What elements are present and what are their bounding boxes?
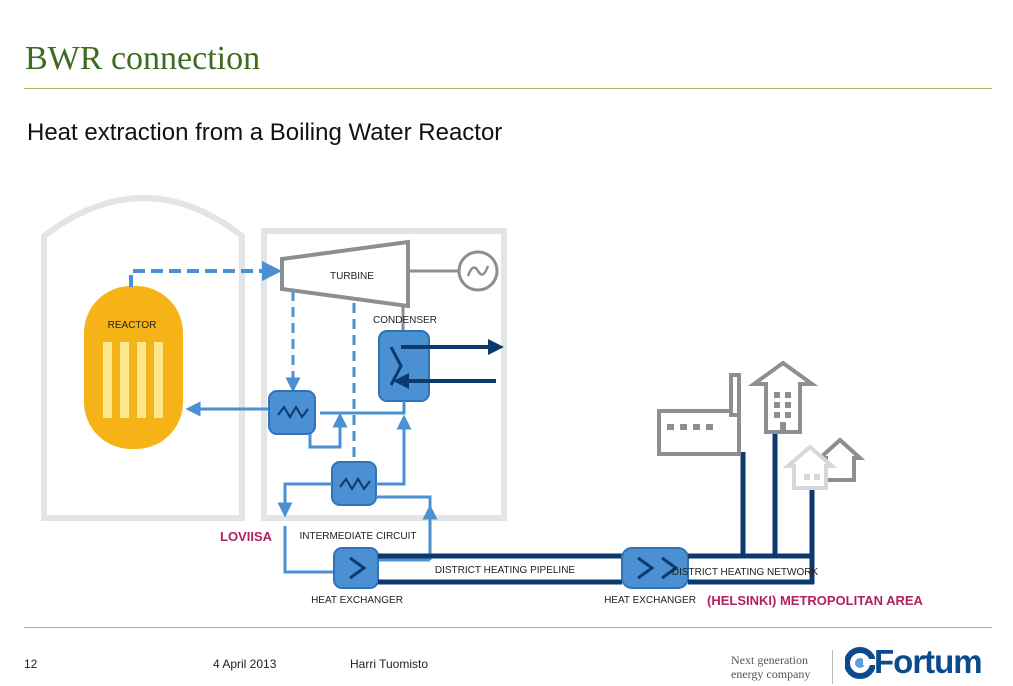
fortum-logo-text: Fortum (874, 643, 983, 680)
upper-heat-exchanger-coil (277, 405, 309, 419)
intermediate-to-condenser (376, 414, 412, 486)
district-heating-network (688, 432, 815, 585)
company-tagline: Next generation energy company (731, 653, 819, 681)
district-heating-pipeline-label: DISTRICT HEATING PIPELINE (435, 565, 576, 576)
footer-author: Harri Tuomisto (350, 657, 429, 671)
district-heating-network-label: DISTRICT HEATING NETWORK (672, 567, 819, 578)
turbine-label: TURBINE (330, 271, 374, 282)
intermediate-circuit-right (376, 495, 432, 560)
intermediate-circuit-label: INTERMEDIATE CIRCUIT (299, 531, 416, 542)
condensate-return (320, 401, 406, 415)
containment-building (41, 195, 245, 521)
title-divider (24, 88, 992, 89)
intermediate-circuit-top (277, 482, 332, 518)
tagline-line-2: energy company (731, 667, 811, 681)
reactor-label: REACTOR (108, 320, 157, 331)
intermediate-heat-exchanger (331, 461, 377, 506)
reactor (84, 286, 183, 449)
intermediate-circuit-left (283, 526, 333, 574)
district-heating-pipeline (378, 553, 622, 585)
footer-date: 4 April 2013 (213, 657, 277, 671)
heat-exchanger-left-coil (349, 556, 367, 580)
metropolitan-area-label: (HELSINKI) METROPOLITAN AREA (707, 593, 924, 608)
upper-exchanger-loop (308, 412, 348, 449)
fortum-logo: Fortum (844, 643, 995, 683)
heat-exchanger-right-coil (637, 556, 679, 580)
footer-separator (832, 650, 833, 684)
footer-divider (24, 627, 992, 628)
heat-exchanger-right-label: HEAT EXCHANGER (604, 595, 696, 606)
turbine (280, 239, 410, 309)
factory-windows (667, 424, 713, 430)
condenser (378, 330, 430, 402)
house-icon-front (782, 444, 838, 490)
condenser-label: CONDENSER (373, 315, 437, 326)
apartment-building-icon (747, 360, 819, 434)
slide-title: BWR connection (25, 40, 261, 77)
heat-exchanger-left (333, 547, 379, 589)
heat-exchanger-left-label: HEAT EXCHANGER (311, 595, 403, 606)
intermediate-heat-exchanger-coil (339, 477, 371, 491)
page-number: 12 (24, 657, 38, 671)
fortum-logo-icon (844, 647, 876, 679)
steam-line (129, 261, 282, 287)
slide-subtitle: Heat extraction from a Boiling Water Rea… (27, 119, 503, 146)
turbine-hall (261, 228, 507, 521)
factory-icon (657, 373, 741, 456)
tagline-line-1: Next generation (731, 653, 808, 667)
loviisa-label: LOVIISA (220, 529, 273, 544)
generator (457, 250, 499, 292)
